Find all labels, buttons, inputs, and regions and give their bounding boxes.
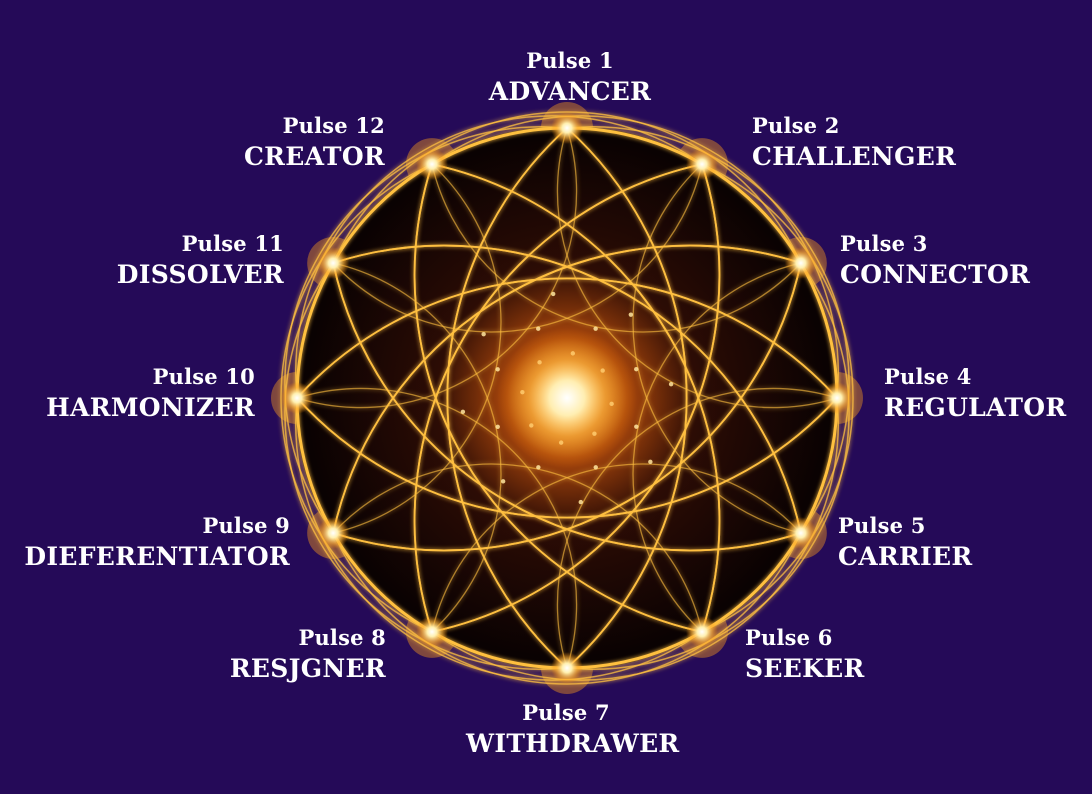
- pulse-nodes: [281, 112, 853, 684]
- sparkle: [460, 409, 466, 414]
- petal-arc: [632, 163, 801, 534]
- label-pulse-1: Pulse 1 ADVANCER: [470, 50, 670, 104]
- pulse-name: DIEFERENTIATOR: [24, 542, 290, 571]
- petal-arc: [332, 244, 802, 534]
- petal-arc: [332, 262, 802, 552]
- pulse-name: CONNECTOR: [840, 260, 1031, 289]
- pulse-name: HARMONIZER: [46, 393, 255, 422]
- pulse-number: Pulse 6: [745, 625, 833, 650]
- sparkle: [500, 479, 506, 484]
- petal-arc: [556, 387, 838, 669]
- sparkle: [551, 291, 556, 297]
- pulse-number: Pulse 1: [526, 48, 614, 73]
- sparkle: [481, 331, 486, 337]
- pulse-name: CREATOR: [243, 142, 385, 171]
- label-pulse-8: Pulse 8 RESJGNER: [230, 627, 386, 681]
- pulse-node-11: [317, 247, 350, 279]
- pulse-number: Pulse 7: [522, 700, 610, 725]
- petal-arc: [413, 163, 703, 633]
- sparkle: [628, 312, 634, 317]
- petal-arc: [332, 164, 703, 333]
- petal-arc: [332, 244, 802, 534]
- pulse-number: Pulse 2: [752, 113, 840, 138]
- label-pulse-11: Pulse 11 DISSOLVER: [117, 233, 284, 287]
- petal-arc: [296, 277, 838, 399]
- pulse-number: Pulse 5: [838, 513, 926, 538]
- label-pulse-10: Pulse 10 HARMONIZER: [46, 366, 255, 420]
- sparkle: [634, 424, 639, 429]
- pulse-name: SEEKER: [745, 654, 865, 683]
- petal-arc: [556, 127, 838, 409]
- center-light: [497, 328, 637, 468]
- pulse-node-9: [317, 517, 350, 549]
- pulse-node-3: [784, 247, 817, 279]
- petal-arc: [332, 463, 703, 632]
- petal-arc: [632, 262, 801, 633]
- pulse-name: ADVANCER: [488, 77, 652, 106]
- petal-arc: [333, 163, 502, 534]
- petal-arc: [296, 387, 578, 669]
- petal-arc: [566, 127, 688, 669]
- sparkle: [648, 459, 653, 465]
- petal-arc: [431, 163, 721, 633]
- petal-arc: [296, 397, 838, 519]
- sparkle: [536, 465, 541, 470]
- label-pulse-2: Pulse 2 CHALLENGER: [752, 115, 956, 169]
- pulse-number: Pulse 8: [298, 625, 386, 650]
- label-pulse-5: Pulse 5 CARRIER: [838, 515, 972, 569]
- pulse-node-6: [686, 615, 718, 648]
- sparkle: [578, 499, 583, 505]
- label-pulse-7: Pulse 7 WITHDRAWER: [466, 700, 680, 758]
- pulse-number: Pulse 10: [152, 364, 255, 389]
- sparkle: [495, 424, 500, 429]
- pulse-name: REGULATOR: [884, 393, 1067, 422]
- petal-arc: [333, 262, 502, 633]
- pulse-node-1: [551, 112, 583, 144]
- pulse-name: CARRIER: [838, 542, 973, 571]
- sparkle: [495, 367, 500, 372]
- pulse-name: CHALLENGER: [752, 142, 957, 171]
- sparkle: [634, 367, 639, 372]
- pulse-node-5: [784, 517, 817, 549]
- petal-arc: [296, 127, 578, 409]
- pulse-node-7: [551, 652, 583, 684]
- label-pulse-4: Pulse 4 REGULATOR: [884, 366, 1066, 420]
- petal-arc: [431, 163, 721, 633]
- pulse-node-4: [821, 382, 853, 414]
- pulse-node-2: [686, 148, 718, 181]
- pulse-name: WITHDRAWER: [466, 729, 680, 758]
- sparkle: [593, 326, 598, 331]
- label-pulse-6: Pulse 6 SEEKER: [745, 627, 865, 681]
- pulse-number: Pulse 12: [282, 113, 385, 138]
- petal-lines: [280, 111, 854, 685]
- pulse-number: Pulse 3: [840, 231, 928, 256]
- pulse-node-12: [416, 148, 448, 181]
- petal-arc: [332, 262, 802, 552]
- label-pulse-9: Pulse 9 DIEFERENTIATOR: [24, 515, 290, 569]
- pulse-name: RESJGNER: [229, 654, 386, 683]
- pulse-name: DISSOLVER: [116, 260, 284, 289]
- pulse-number: Pulse 11: [181, 231, 284, 256]
- pulse-number: Pulse 4: [884, 364, 972, 389]
- sparkle: [536, 326, 541, 331]
- sparkle: [593, 465, 598, 470]
- pulse-number: Pulse 9: [202, 513, 290, 538]
- sparkle: [668, 382, 674, 387]
- petal-arc: [431, 463, 802, 632]
- pulse-node-8: [416, 615, 448, 648]
- label-pulse-3: Pulse 3 CONNECTOR: [840, 233, 1030, 287]
- petal-arc: [446, 127, 568, 669]
- petal-arc: [413, 163, 703, 633]
- petal-arc: [431, 164, 802, 333]
- pulse-node-10: [281, 382, 313, 414]
- label-pulse-12: Pulse 12 CREATOR: [244, 115, 385, 169]
